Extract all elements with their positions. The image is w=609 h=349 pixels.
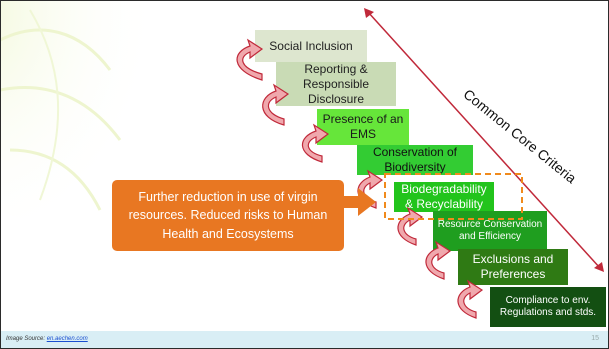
step-label: Compliance to env. Regulations and stds. xyxy=(499,294,597,319)
curl-arrow-icon xyxy=(236,38,264,81)
step-label: Social Inclusion xyxy=(269,38,353,53)
step-conservation-biodiversity: Conservation of Biodiversity xyxy=(357,145,473,175)
step-label: Exclusions and Preferences xyxy=(472,252,554,281)
curl-arrow-icon xyxy=(425,240,452,280)
callout-text: Further reduction in use of virgin resou… xyxy=(128,190,328,241)
curl-arrow-icon xyxy=(457,279,484,319)
image-source: Image Source: en.aechen.com xyxy=(6,336,88,342)
step-label: Biodegradability & Recyclability xyxy=(401,182,487,211)
page-number: 15 xyxy=(591,335,599,342)
step-reporting-disclosure: Reporting & Responsible Disclosure xyxy=(276,62,396,106)
step-biodegradability: Biodegradability & Recyclability xyxy=(394,182,494,212)
step-resource-conservation: Resource Conservation and Efficiency xyxy=(433,211,547,251)
step-label: Presence of an EMS xyxy=(322,112,404,141)
outcome-callout: Further reduction in use of virgin resou… xyxy=(112,180,344,251)
step-presence-ems: Presence of an EMS xyxy=(317,109,409,145)
step-label: Conservation of Biodiversity xyxy=(372,145,458,174)
source-link[interactable]: en.aechen.com xyxy=(46,336,88,342)
footer-bar xyxy=(1,331,608,348)
step-compliance: Compliance to env. Regulations and stds. xyxy=(490,287,606,327)
step-label: Reporting & Responsible Disclosure xyxy=(302,61,370,106)
source-prefix: Image Source: xyxy=(6,336,46,342)
curl-arrow-icon xyxy=(397,206,424,246)
step-label: Resource Conservation and Efficiency xyxy=(437,218,543,243)
curl-arrow-icon xyxy=(262,83,290,126)
step-social-inclusion: Social Inclusion xyxy=(255,30,367,62)
step-exclusions-preferences: Exclusions and Preferences xyxy=(458,249,568,285)
curl-arrow-icon xyxy=(301,123,330,163)
